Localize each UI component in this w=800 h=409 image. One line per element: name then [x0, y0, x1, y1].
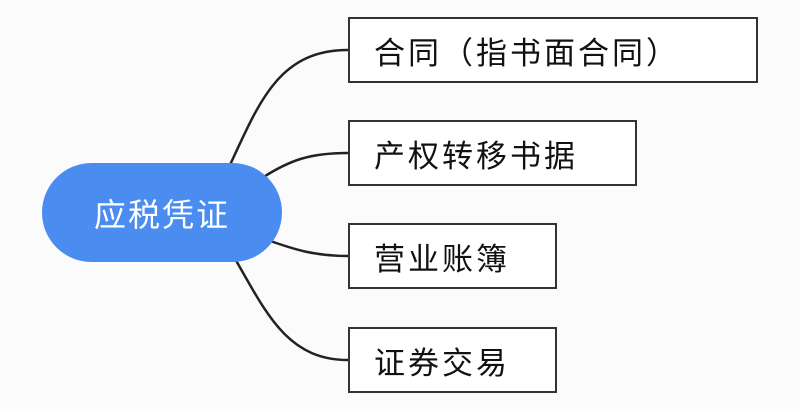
branch-node-contract: 合同（指书面合同）	[348, 17, 758, 83]
branch-label: 证券交易	[374, 345, 510, 382]
branch-node-property-transfer: 产权转移书据	[348, 120, 637, 186]
branch-label: 合同（指书面合同）	[374, 35, 680, 72]
branch-node-account-books: 营业账簿	[348, 223, 557, 289]
connector-1	[228, 48, 349, 166]
connector-2	[261, 151, 349, 180]
branch-label: 营业账簿	[374, 241, 510, 278]
branch-label: 产权转移书据	[374, 138, 578, 175]
root-label: 应税凭证	[93, 195, 230, 234]
branch-node-securities: 证券交易	[348, 327, 557, 393]
connector-4	[228, 249, 349, 362]
root-node: 应税凭证	[42, 163, 282, 262]
connector-3	[261, 236, 349, 258]
